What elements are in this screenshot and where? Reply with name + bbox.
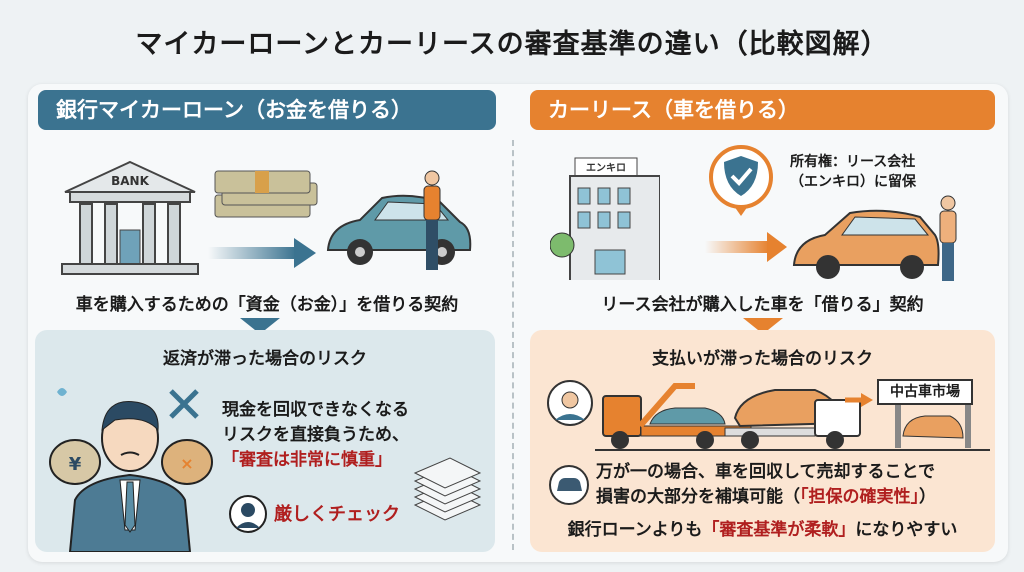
conclusion-pre: 銀行ローンよりも (567, 520, 703, 540)
lease-company-building-icon: エンキロ (550, 157, 660, 280)
bank-sign: BANK (111, 174, 149, 188)
lease-risk-box (530, 330, 995, 552)
arrow-right-orange-icon (705, 232, 787, 262)
lease-risk-text: 万が一の場合、車を回収して売却することで 損害の大部分を補填可能（「担保の確実性… (596, 460, 936, 510)
bank-risk-text: 現金を回収できなくなる リスクを直接負うため、 「審査は非常に慎重」 (222, 398, 409, 473)
line2-post: ） (919, 487, 936, 507)
inspector-avatar-icon (229, 495, 267, 533)
money-bag-loss-icon: × (161, 439, 213, 485)
collateral-highlight: 「担保の確実性」 (800, 487, 919, 507)
orange-car-person-illustration (792, 195, 957, 281)
ownership-note: 所有権：リース会社 （エンキロ）に留保 (790, 152, 916, 192)
teal-car-person-illustration (326, 170, 472, 270)
svg-text:×: × (180, 454, 193, 473)
strict-check-label: 厳しくチェック (274, 504, 400, 525)
car-lease-header: カーリース（車を借りる） (530, 90, 995, 130)
ownership-line-1: 所有権：リース会社 (790, 154, 916, 170)
company-sign: エンキロ (586, 162, 626, 174)
ownership-shield-key-icon (709, 145, 773, 216)
sweat-icon (57, 388, 67, 396)
car-circle-icon (549, 465, 589, 505)
lease-risk-line-2: 損害の大部分を補填可能（「担保の確実性」） (596, 485, 936, 510)
tow-truck-illustration (547, 380, 990, 451)
lease-risk-title: 支払いが滞った場合のリスク (652, 349, 873, 369)
lease-risk-line-1: 万が一の場合、車を回収して売却することで (596, 462, 935, 482)
divider (512, 140, 514, 550)
used-car-market-sign: 中古車市場 (877, 379, 973, 405)
risk-highlight: 「審査は非常に慎重」 (222, 450, 392, 470)
money-bag-icon: ¥ (49, 439, 101, 485)
ownership-line-2: （エンキロ）に留保 (790, 174, 916, 190)
document-stack-icon (413, 457, 482, 521)
line2-pre: 損害の大部分を補填可能（ (596, 487, 800, 507)
cash-stack-icon (214, 170, 318, 218)
flexible-highlight: 「審査基準が柔軟」 (702, 520, 856, 540)
bank-loan-caption: 車を購入するための「資金（お金）」を借りる契約 (75, 295, 459, 315)
risk-line-2: リスクを直接負うため、 (222, 425, 409, 445)
lease-conclusion: 銀行ローンよりも「審査基準が柔軟」になりやすい (530, 518, 995, 543)
bank-loan-header: 銀行マイカーローン（お金を借りる） (38, 90, 496, 130)
arrow-right-icon (208, 238, 316, 268)
risk-line-1: 現金を回収できなくなる (222, 400, 409, 420)
worried-banker-illustration: ¥ × (49, 388, 213, 552)
bank-building-icon: BANK (61, 160, 199, 275)
bank-risk-title: 返済が滞った場合のリスク (163, 349, 367, 369)
conclusion-post: になりやすい (855, 520, 958, 540)
x-mark-icon (169, 389, 199, 419)
car-lease-caption: リース会社が購入した車を「借りる」契約 (601, 295, 924, 315)
svg-text:¥: ¥ (69, 454, 82, 475)
page-title: マイカーローンとカーリースの審査基準の違い（比較図解） (135, 29, 889, 60)
